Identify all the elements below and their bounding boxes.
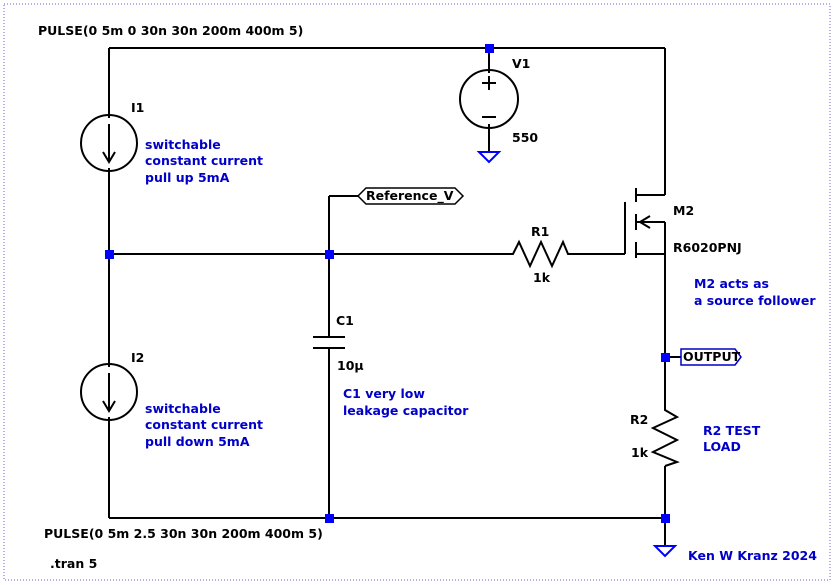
capacitor-c1[interactable] (313, 336, 345, 349)
r2-note-line1: R2 TEST (703, 423, 761, 438)
c1-value: 10µ (337, 358, 364, 373)
mosfet-m2[interactable] (624, 188, 666, 258)
wires (108, 47, 681, 546)
resistor-r1[interactable] (508, 239, 571, 269)
voltage-source-v1[interactable] (459, 69, 519, 129)
m2-note-line1: M2 acts as (694, 276, 769, 291)
c1-name: C1 (336, 313, 354, 328)
net-label-output-flag[interactable] (680, 348, 742, 366)
ground-icon (652, 545, 678, 558)
author-credit: Ken W Kranz 2024 (688, 548, 817, 563)
i2-note-line1: switchable (145, 401, 221, 416)
tran-directive: .tran 5 (50, 556, 97, 571)
resistor-r2[interactable] (650, 404, 680, 467)
current-source-i1[interactable] (80, 114, 138, 172)
c1-note-line2: leakage capacitor (343, 403, 469, 418)
net-label-reference-flag[interactable] (356, 187, 465, 205)
i2-note-line2: constant current (145, 417, 263, 432)
i1-note-line2: constant current (145, 153, 263, 168)
i2-name: I2 (131, 350, 144, 365)
pulse-directive-top: PULSE(0 5m 0 30n 30n 200m 400m 5) (38, 23, 303, 38)
i1-note-line1: switchable (145, 137, 221, 152)
pulse-directive-bottom: PULSE(0 5m 2.5 30n 30n 200m 400m 5) (44, 526, 323, 541)
r2-name: R2 (630, 412, 648, 427)
r1-value: 1k (533, 270, 551, 285)
junctions (105, 44, 670, 523)
v1-name: V1 (512, 56, 530, 71)
m2-value: R6020PNJ (673, 240, 742, 255)
r1-name: R1 (531, 224, 549, 239)
r2-value: 1k (631, 445, 649, 460)
current-source-i2[interactable] (80, 363, 138, 421)
net-label-reference: Reference_V (366, 188, 454, 204)
c1-note-line1: C1 very low (343, 386, 425, 401)
m2-note-line2: a source follower (694, 293, 816, 308)
i1-name: I1 (131, 100, 144, 115)
i1-note-line3: pull up 5mA (145, 170, 230, 185)
i2-note-line3: pull down 5mA (145, 434, 250, 449)
m2-name: M2 (673, 203, 694, 218)
ground-icon (476, 151, 502, 164)
r2-note-line2: LOAD (703, 439, 741, 454)
net-label-output: OUTPUT (683, 349, 741, 364)
v1-value: 550 (512, 130, 538, 145)
sheet-border (3, 3, 831, 581)
